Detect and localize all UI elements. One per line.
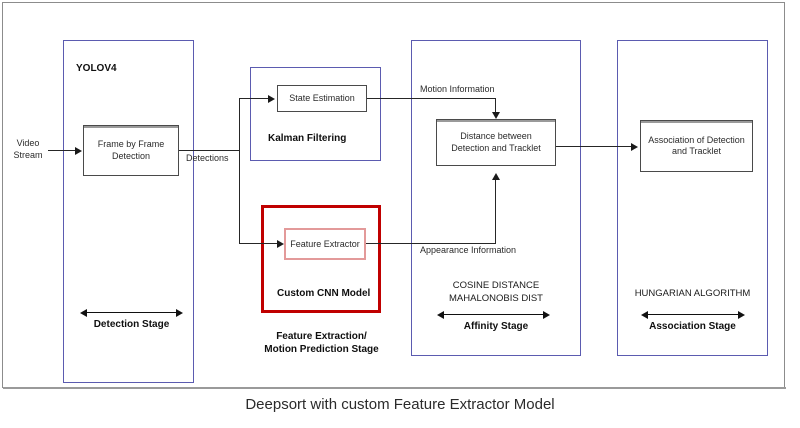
video-stream-label-line2: Stream bbox=[13, 149, 43, 160]
custom-cnn-model-title: Custom CNN Model bbox=[277, 288, 371, 299]
arrowhead-left-icon bbox=[641, 310, 648, 319]
affinity-methods-line2: MAHALONOBIS DIST bbox=[449, 292, 543, 304]
affinity-methods-line1: COSINE DISTANCE bbox=[452, 280, 540, 291]
stage-arrow-affinity bbox=[437, 310, 550, 319]
yolov4-title: YOLOV4 bbox=[76, 63, 117, 74]
arrowhead-right-icon bbox=[268, 94, 275, 103]
stage-container-affinity bbox=[411, 40, 581, 356]
figure-caption: Deepsort with custom Feature Extractor M… bbox=[245, 396, 555, 413]
affinity-methods: COSINE DISTANCE MAHALONOBIS DIST bbox=[411, 280, 581, 306]
stage-label-association: Association Stage bbox=[649, 321, 736, 332]
figure-frame bbox=[2, 2, 786, 389]
association-methods: HUNGARIAN ALGORITHM bbox=[617, 288, 768, 301]
edge-video-to-detection bbox=[48, 150, 76, 151]
arrowhead-left-icon bbox=[80, 308, 87, 317]
edge-label-appearance-information: Appearance Information bbox=[420, 245, 517, 255]
stage-container-kalman-filtering bbox=[250, 67, 381, 161]
stage-label-feature-extraction-line1: Feature Extraction/ bbox=[276, 331, 367, 342]
association-methods-line1: HUNGARIAN ALGORITHM bbox=[634, 288, 751, 299]
edge-label-detections: Detections bbox=[186, 153, 229, 163]
arrowhead-right-icon bbox=[543, 310, 550, 319]
arrowhead-right-icon bbox=[176, 308, 183, 317]
arrowhead-right-icon bbox=[738, 310, 745, 319]
process-box-association-label-line1: Association of Detection bbox=[648, 134, 745, 145]
process-box-feature-extractor-label: Feature Extractor bbox=[290, 239, 360, 249]
video-stream-label-line1: Video bbox=[16, 138, 40, 148]
stage-label-affinity: Affinity Stage bbox=[463, 321, 529, 332]
process-box-state-estimation-label: State Estimation bbox=[289, 92, 355, 103]
process-box-feature-extractor[interactable]: Feature Extractor bbox=[284, 228, 366, 260]
arrow-bar bbox=[443, 314, 544, 315]
arrowhead-right-icon bbox=[277, 239, 284, 248]
edge-motion-information-vertical bbox=[495, 98, 496, 112]
edge-label-motion-information: Motion Information bbox=[420, 84, 495, 94]
process-box-distance-label-line1: Distance between bbox=[460, 131, 532, 142]
arrowhead-right-icon bbox=[631, 142, 638, 151]
stage-label-feature-extraction: Feature Extraction/ Motion Prediction St… bbox=[244, 330, 399, 356]
process-box-association-label-line2: and Tracklet bbox=[671, 146, 722, 156]
edge-detections-to-feature-extractor bbox=[239, 243, 281, 244]
process-box-state-estimation[interactable]: State Estimation bbox=[277, 85, 367, 112]
arrowhead-up-icon bbox=[491, 173, 500, 180]
process-box-frame-by-frame-detection-label-line2: Detection bbox=[111, 150, 150, 161]
kalman-filtering-title: Kalman Filtering bbox=[268, 133, 347, 144]
edge-distance-to-association bbox=[556, 146, 632, 147]
edge-detections-to-state-estimation bbox=[239, 98, 269, 99]
arrowhead-down-icon bbox=[491, 112, 500, 119]
stage-label-detection: Detection Stage bbox=[93, 319, 170, 330]
stage-arrow-detection bbox=[80, 308, 183, 317]
arrowhead-right-icon bbox=[75, 146, 82, 155]
edge-detections-trunk bbox=[179, 150, 239, 151]
edge-appearance-information-horizontal bbox=[366, 243, 496, 244]
edge-appearance-information-vertical bbox=[495, 180, 496, 243]
stage-arrow-association bbox=[641, 310, 745, 319]
arrow-bar bbox=[647, 314, 739, 315]
arrowhead-left-icon bbox=[437, 310, 444, 319]
stage-label-feature-extraction-line2: Motion Prediction Stage bbox=[264, 344, 379, 355]
edge-detections-split-vertical bbox=[239, 98, 240, 243]
arrow-bar bbox=[86, 312, 177, 313]
stage-container-association bbox=[617, 40, 768, 356]
process-box-frame-by-frame-detection-label-line1: Frame by Frame bbox=[97, 139, 165, 150]
stage-container-detection bbox=[63, 40, 194, 383]
process-box-distance-label-line2: Detection and Tracklet bbox=[451, 142, 541, 153]
edge-motion-information-horizontal bbox=[367, 98, 496, 99]
